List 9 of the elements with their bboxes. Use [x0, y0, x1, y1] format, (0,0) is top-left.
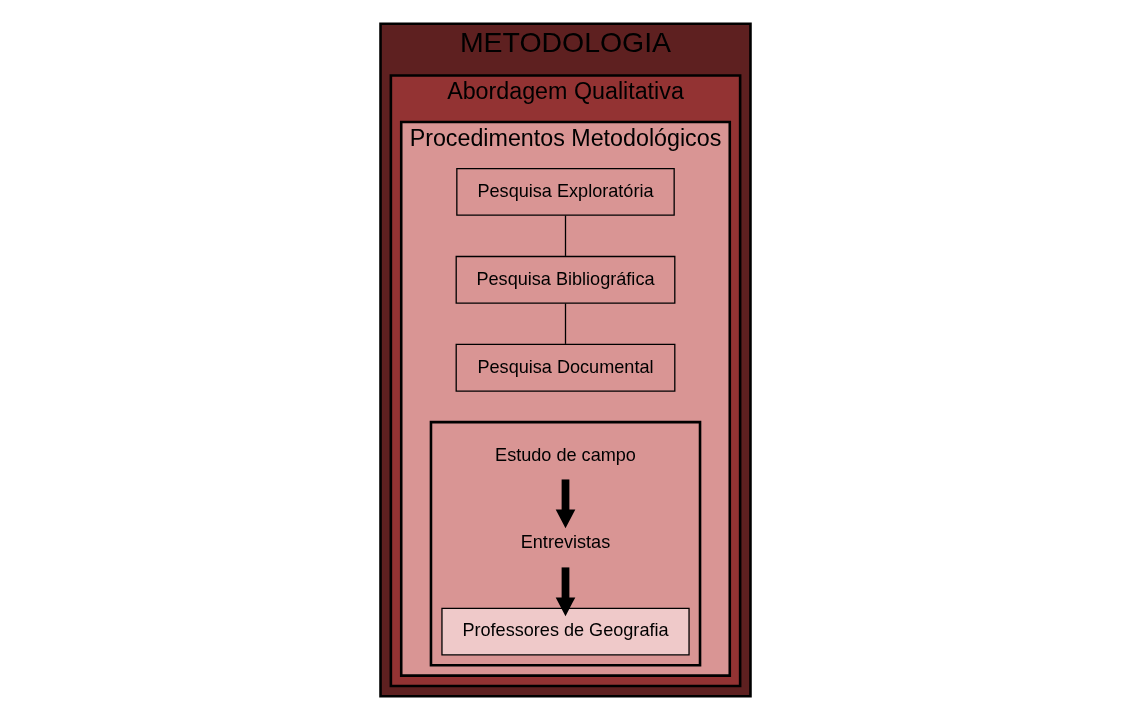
- node-box: Professores de Geografia: [441, 607, 690, 656]
- node-box: Pesquisa Bibliográfica: [455, 255, 676, 304]
- node-box: Pesquisa Documental: [455, 343, 676, 392]
- node-text: Estudo de campo: [495, 444, 636, 465]
- node-text: Entrevistas: [520, 532, 611, 553]
- connector: [564, 302, 567, 345]
- node-box: Pesquisa Exploratória: [456, 167, 675, 216]
- cluster: [429, 420, 702, 667]
- connector: [564, 214, 567, 257]
